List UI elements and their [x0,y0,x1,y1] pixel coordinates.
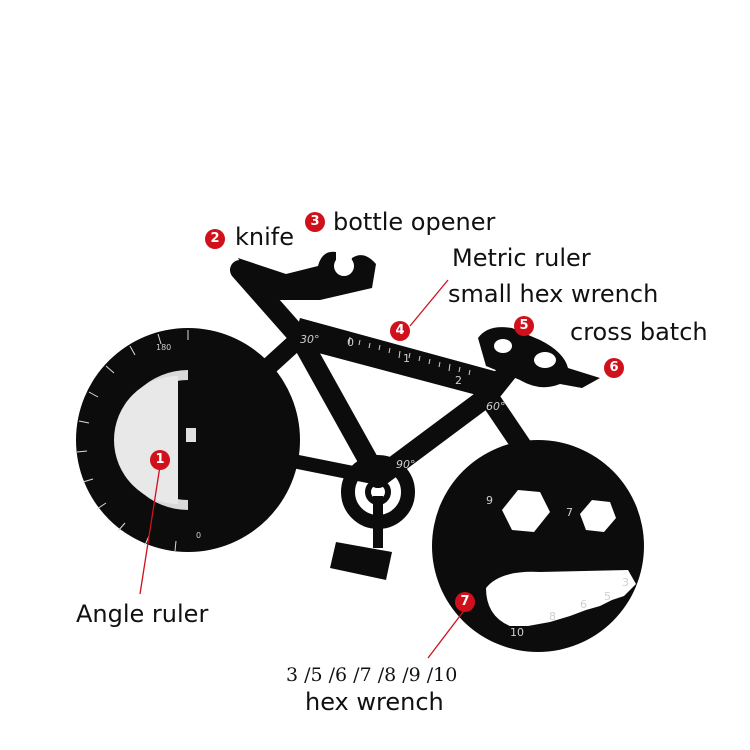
callout-leaders [139,279,467,659]
angle-ruler-label: Angle ruler [76,600,209,628]
angle-90-marking: 90° [396,458,416,471]
hex-label-9: 9 [486,494,493,507]
callout-badge-2: 2 [205,229,225,249]
hex-hole-9 [502,490,550,532]
protractor-0: 0 [196,531,201,540]
ruler-ticks [348,336,471,376]
callout-badge-6: 6 [604,358,624,378]
crank-arm [373,496,383,548]
cross-batch-label: cross batch [570,318,708,346]
pedal [330,542,392,580]
engraved-markings: 30° 60° 90° 0 1 2 9 7 3 5 6 8 10 0 180 [156,333,629,639]
stepped-wrench-slot [486,570,636,626]
small-hex-wrench-label: small hex wrench [448,280,659,308]
ruler-mark-0: 0 [347,336,354,349]
hex-hole-7 [580,500,616,532]
ruler-mark-1: 1 [403,352,410,365]
hex-wrench-label: hex wrench [305,688,444,716]
wrench-size-10: 10 [510,626,524,639]
callout-badge-5: 5 [514,316,534,336]
protractor-ticks [76,330,189,552]
small-hex-hole-2 [534,352,556,368]
protractor-180: 180 [156,343,171,352]
angle-60-marking: 60° [486,400,506,413]
protractor-slot [186,428,196,442]
wrench-size-3: 3 [622,576,629,589]
wrench-size-8: 8 [549,610,556,623]
ruler-mark-2: 2 [455,374,462,387]
wrench-size-5: 5 [604,590,611,603]
hex-sizes-line: 3 /5 /6 /7 /8 /9 /10 [286,664,458,686]
callout-badge-3: 3 [305,212,325,232]
metric-ruler-label: Metric ruler [452,244,591,272]
knife-and-opener-head [238,251,376,300]
bottle-opener-notch [334,256,354,276]
callout-badge-1: 1 [150,450,170,470]
protractor-inner-window [114,376,178,504]
callout-badge-7: 7 [455,592,475,612]
metric-ruler-bar [292,318,498,398]
hex-label-7: 7 [566,506,573,519]
callout-badge-4: 4 [390,321,410,341]
knife-label: knife [235,223,294,251]
angle-30-marking: 30° [300,333,320,346]
wrench-size-6: 6 [580,598,587,611]
bottle-opener-label: bottle opener [333,208,496,236]
small-hex-hole-1 [494,339,512,353]
